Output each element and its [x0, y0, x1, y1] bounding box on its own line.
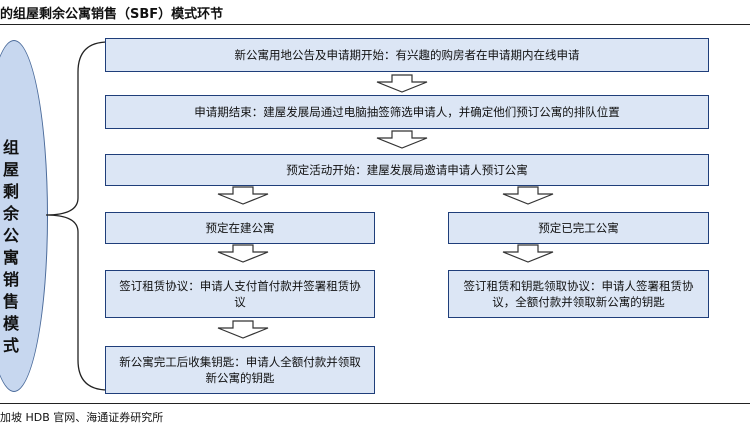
- curly-brace: [45, 41, 109, 391]
- side-label: 组屋剩余公寓销售模式: [2, 138, 19, 355]
- step-lease-under-construction: 签订租赁协议：申请人支付首付款并签署租赁协议: [105, 270, 375, 318]
- arrow-booking-to-done: [502, 186, 554, 205]
- arrow-ballot-to-booking: [376, 130, 428, 149]
- arrow-lease-to-keys: [217, 320, 269, 339]
- step-book-under-construction: 预定在建公寓: [105, 212, 375, 244]
- footer-divider: [0, 403, 750, 404]
- step-booking: 预定活动开始：建屋发展局邀请申请人预订公寓: [105, 154, 709, 186]
- step-launch: 新公寓用地公告及申请期开始：有兴趣的购房者在申请期内在线申请: [105, 38, 709, 72]
- arrow-launch-to-ballot: [376, 74, 428, 93]
- arrow-booking-to-uc: [217, 186, 269, 205]
- step-lease-and-keys: 签订租赁和钥匙领取协议：申请人签署租赁协议，全额付款并领取新公寓的钥匙: [448, 270, 709, 318]
- title-divider: [0, 24, 750, 25]
- arrow-uc-to-lease: [217, 244, 269, 263]
- arrow-done-to-lease: [502, 244, 554, 263]
- step-ballot: 申请期结束：建屋发展局通过电脑抽签筛选申请人，并确定他们预订公寓的排队位置: [105, 95, 709, 129]
- source-note: 加坡 HDB 官网、海通证券研究所: [0, 411, 164, 424]
- step-collect-keys: 新公寓完工后收集钥匙：申请人全额付款并领取新公寓的钥匙: [105, 346, 375, 394]
- step-book-completed: 预定已完工公寓: [448, 212, 709, 244]
- figure-title: 的组屋剩余公寓销售（SBF）模式环节: [0, 7, 224, 22]
